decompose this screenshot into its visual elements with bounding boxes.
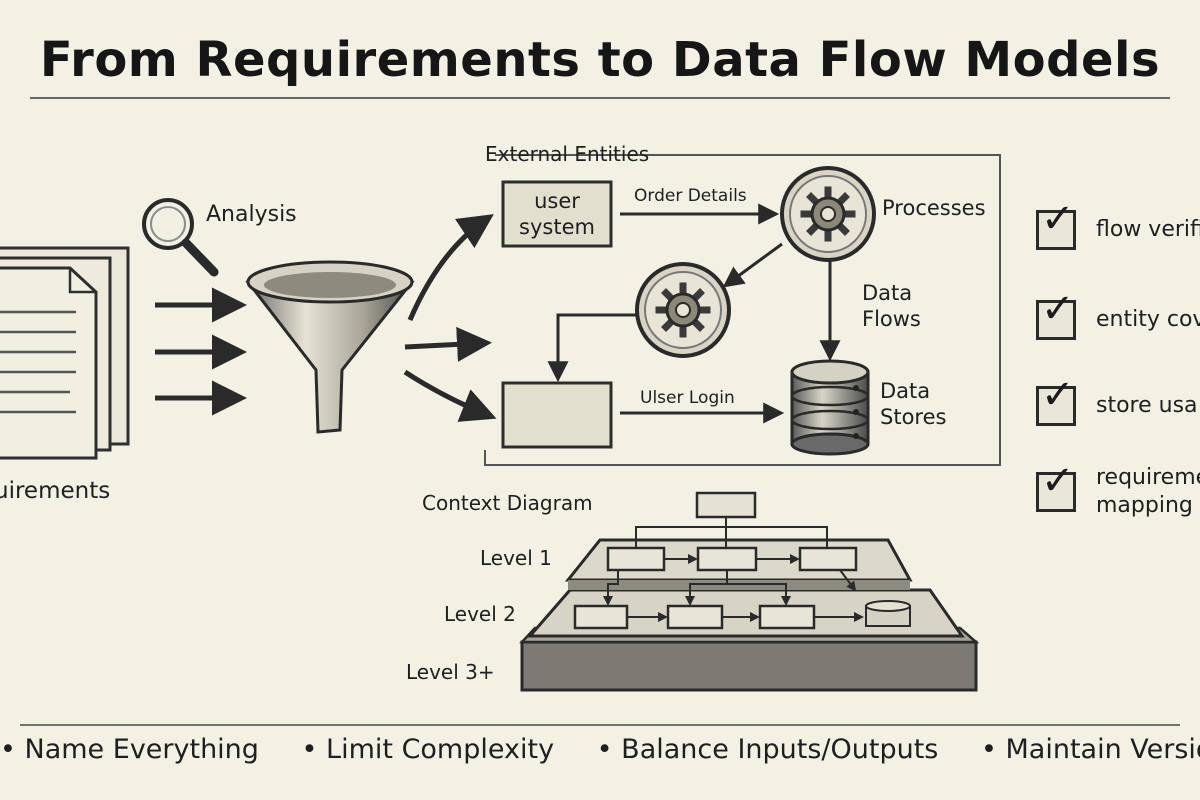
bottom-divider (20, 724, 1180, 726)
checklist-item[interactable]: ✓ requireme mapping (1036, 461, 1200, 520)
database-icon (790, 359, 870, 456)
checklist-item[interactable]: ✓ entity cov (1036, 289, 1200, 340)
checklist: ✓ flow verifi ✓ entity cov ✓ store usa ✓… (1036, 199, 1200, 520)
title-divider (30, 97, 1170, 99)
context-diagram-label: Context Diagram (422, 491, 593, 515)
checkmark-icon: ✓ (1041, 196, 1075, 242)
tip-item: Name Everything (0, 734, 259, 765)
gear-icon (780, 166, 876, 262)
login-entity-box (501, 381, 613, 449)
requirements-label: uirements (0, 478, 111, 504)
tip-item: Balance Inputs/Outputs (597, 734, 939, 765)
level-stack (519, 491, 980, 692)
level1-label: Level 1 (480, 546, 552, 570)
checkmark-icon: ✓ (1041, 458, 1075, 504)
entity-box (501, 180, 613, 248)
order-flow-label: Order Details (634, 186, 747, 206)
checklist-item-label: requireme mapping (1096, 465, 1200, 518)
magnifier-icon (142, 198, 219, 277)
documents-icon (0, 246, 130, 460)
data-stores-label: Data Stores (880, 379, 947, 429)
checkbox-icon[interactable]: ✓ (1036, 289, 1076, 340)
checkmark-icon: ✓ (1041, 286, 1075, 332)
tips-bar: Name Everything Limit Complexity Balance… (0, 734, 1200, 765)
data-flow-lines (547, 203, 841, 424)
entity-box-label: user system (519, 189, 595, 239)
gear-icon (635, 262, 731, 358)
page-title: From Requirements to Data Flow Models (39, 32, 1161, 88)
checklist-item-label: flow verifi (1096, 217, 1200, 242)
checkbox-icon[interactable]: ✓ (1036, 199, 1076, 250)
data-flows-label: Data Flows (862, 281, 921, 331)
dfd-frame (484, 154, 1001, 466)
checklist-item[interactable]: ✓ flow verifi (1036, 199, 1200, 250)
level2-label: Level 2 (444, 602, 516, 626)
login-flow-label: Ulser Login (640, 388, 735, 408)
tip-item: Limit Complexity (302, 734, 555, 765)
level3-label: Level 3+ (406, 660, 495, 684)
external-entities-label: External Entities (485, 142, 650, 166)
checklist-item-label: entity cov (1096, 307, 1200, 332)
checklist-item-label: store usa (1096, 393, 1198, 418)
funnel-icon (245, 260, 415, 434)
checklist-item[interactable]: ✓ store usa (1036, 375, 1200, 426)
input-arrows (155, 287, 247, 416)
analysis-label: Analysis (206, 202, 297, 227)
checkmark-icon: ✓ (1041, 372, 1075, 418)
processes-label: Processes (882, 196, 986, 220)
level2-store-icon (865, 600, 911, 627)
funnel-output-arrows (403, 214, 497, 422)
checkbox-icon[interactable]: ✓ (1036, 375, 1076, 426)
tip-item: Maintain Versions (981, 734, 1200, 765)
checkbox-icon[interactable]: ✓ (1036, 461, 1076, 512)
